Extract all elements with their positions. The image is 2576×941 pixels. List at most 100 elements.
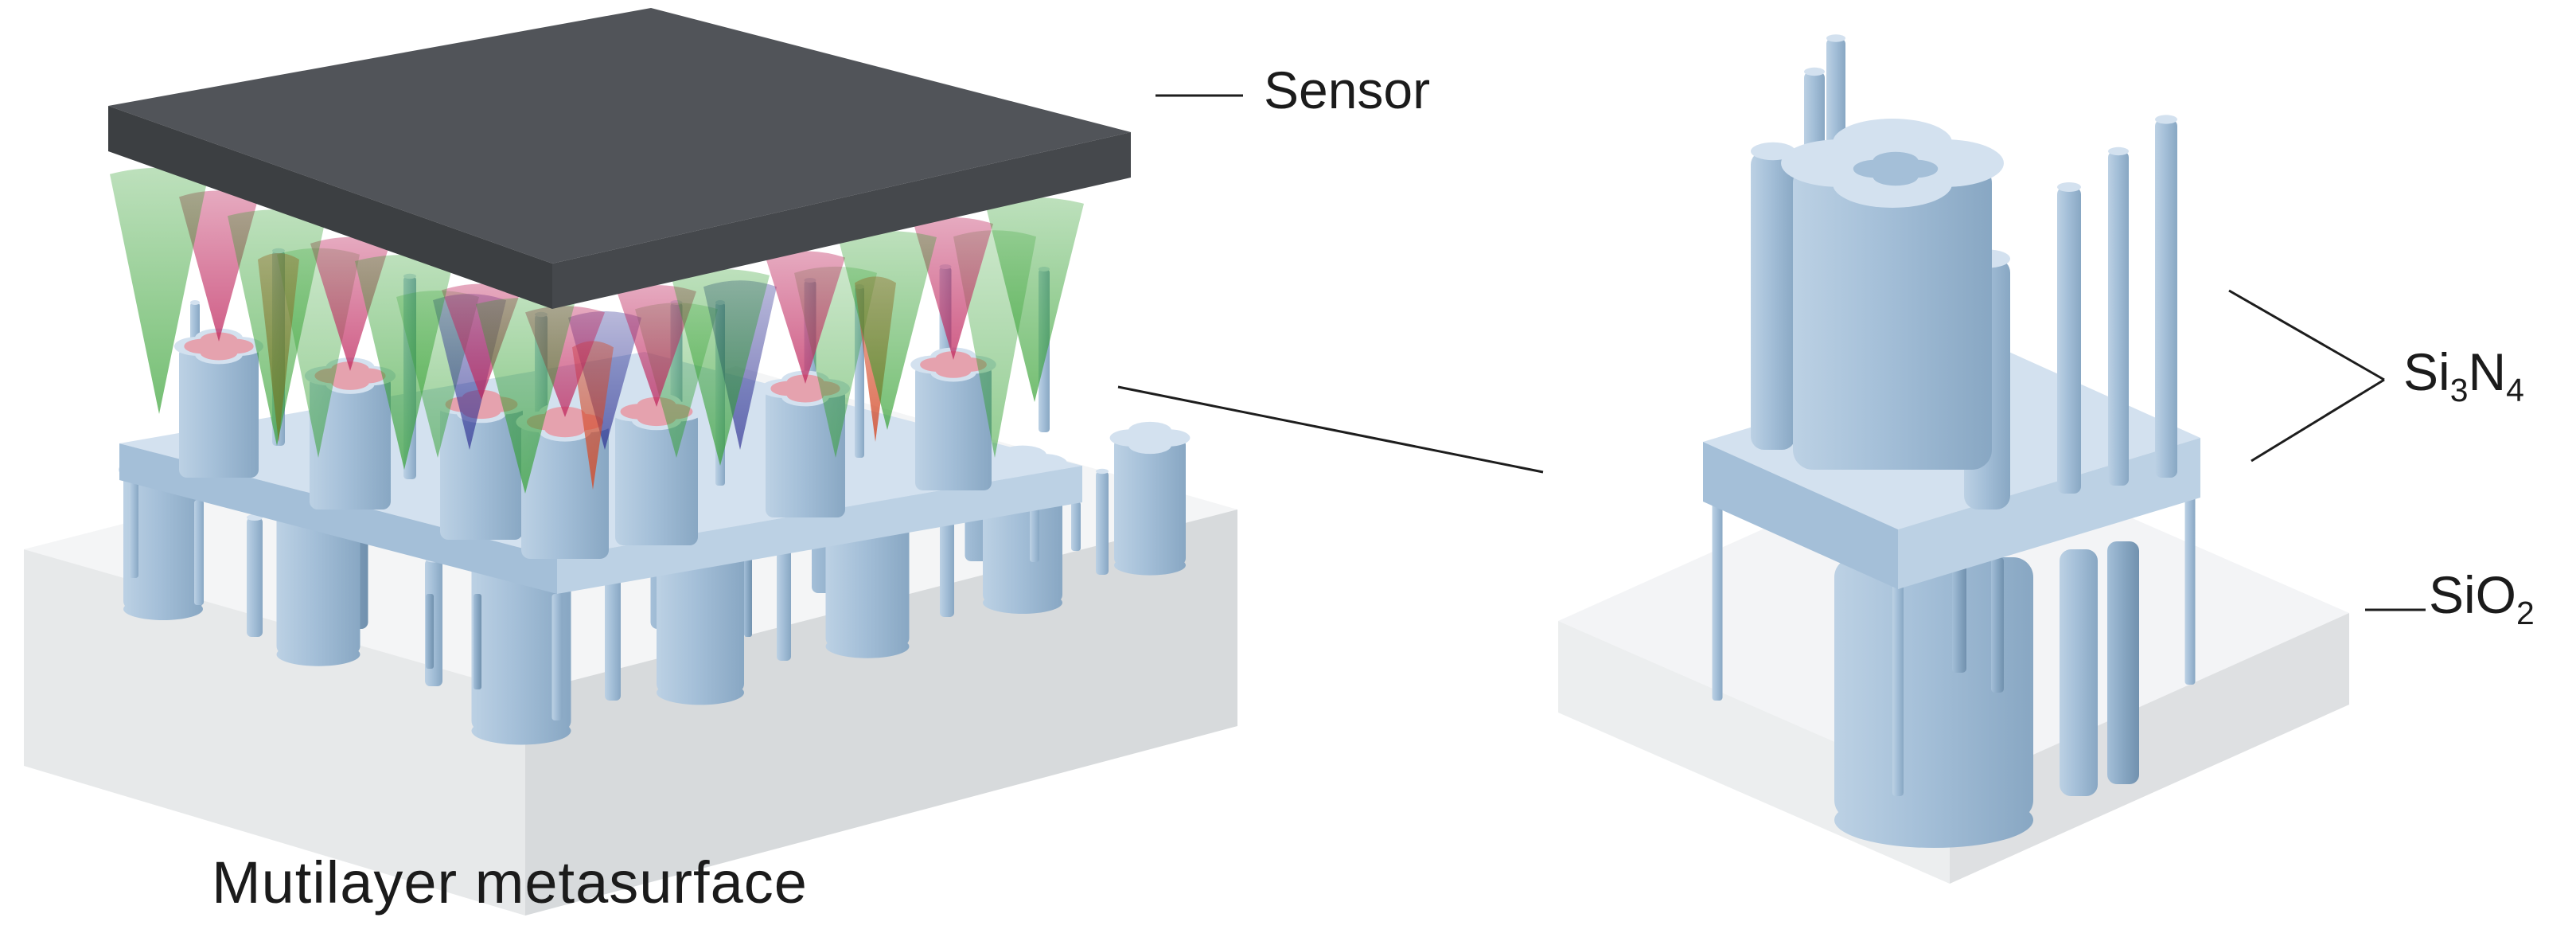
pillar-cap	[1826, 34, 1845, 42]
green-cone-front	[110, 167, 208, 414]
sensor-top-face	[108, 8, 1131, 264]
leader-lines	[1117, 94, 2426, 611]
pillar-body	[129, 480, 138, 578]
plate-left-face	[119, 443, 557, 594]
substrate-right-face	[525, 510, 1237, 916]
crimson-cone	[766, 251, 845, 384]
upper-clover-pillar	[304, 357, 396, 510]
upper-clover-pillar	[516, 402, 614, 559]
plate-support-leg	[551, 594, 563, 720]
pillar-top-center	[541, 412, 589, 431]
sio2-symbol: SiO	[2429, 565, 2517, 624]
hanging-pillar	[744, 557, 752, 637]
pillar-body	[657, 537, 744, 693]
pillar-cap	[190, 300, 200, 305]
green-cone-front	[228, 209, 326, 446]
green-cone-front	[985, 197, 1084, 402]
pillar-top-center	[1869, 158, 1922, 179]
pillar-body	[440, 404, 523, 540]
pillar-top-center	[1125, 428, 1175, 448]
pillar-body	[615, 412, 698, 545]
upper-clover-pillar	[910, 347, 996, 490]
pillar-body	[940, 506, 954, 617]
pillar-body	[1834, 557, 2033, 820]
pillar-cap	[1096, 468, 1109, 474]
pillar-top-center	[328, 367, 372, 385]
pillar-body	[766, 389, 845, 517]
lower-thin-pillar	[605, 570, 621, 701]
pillar-body	[2057, 187, 2081, 494]
hanging-pillar	[426, 594, 434, 669]
pillar-top-glow	[920, 351, 987, 378]
figure-caption: Mutilayer metasurface	[212, 849, 808, 916]
pillar-body	[1952, 557, 1966, 673]
unit-cylinder	[2057, 182, 2081, 494]
multilayer-metasurface-stack	[24, 8, 1237, 916]
pillar-top-glow	[770, 374, 840, 403]
pillar-top	[1109, 421, 1191, 455]
sensor-slab	[108, 8, 1131, 309]
pillar-top-center	[197, 338, 240, 355]
si3n4-leader-line-lower	[2251, 378, 2385, 463]
pillar-body	[179, 346, 259, 478]
pillar-body	[310, 376, 391, 510]
unit-cylinder	[2155, 115, 2177, 478]
green-cone-front	[671, 268, 770, 466]
pillar-body	[915, 365, 992, 490]
red-cone	[572, 341, 614, 490]
pillar-cap	[2108, 146, 2129, 156]
unit-cylinder	[2108, 146, 2129, 486]
pillar-body	[1071, 502, 1081, 551]
green-cone-front	[476, 298, 575, 494]
pillar-body	[1114, 438, 1186, 565]
pillar-body	[2108, 151, 2129, 486]
lower-thin-pillar	[1096, 468, 1109, 575]
lower-thin-pillar	[777, 538, 791, 661]
unit-hanging-pillar	[1952, 557, 1966, 673]
pillar-body	[426, 594, 434, 669]
rgb-focus-cones	[110, 167, 1084, 494]
pillar-body	[1096, 471, 1109, 575]
plate-support-leg	[1030, 506, 1039, 562]
sensor-label: Sensor	[1264, 64, 1430, 116]
plate-right-face	[557, 466, 1082, 594]
unit-hanging-pillar	[1991, 557, 2004, 693]
pillar-body	[1030, 506, 1039, 562]
upper-clover-pillar	[761, 370, 850, 517]
pillar-top-center	[784, 380, 827, 397]
upper-clover-pillar	[610, 392, 703, 545]
pillar-body	[247, 517, 263, 637]
pillar-body	[471, 560, 571, 731]
pillar-top-glow	[184, 332, 254, 361]
lower-thin-pillar	[247, 514, 263, 637]
unit-big-clover-hole	[1853, 151, 1939, 186]
unit-cell-connector-line	[1117, 385, 1544, 474]
si3n4-symbol: Si	[2403, 342, 2450, 401]
pillar-body	[605, 573, 621, 701]
unit-plate-leg	[1892, 581, 1904, 796]
plate-support-leg	[1071, 502, 1081, 551]
crimson-cone	[617, 285, 696, 407]
pillar-body	[474, 594, 481, 689]
metasurface-unit-cell	[1558, 34, 2349, 884]
pillar-body	[2184, 490, 2196, 685]
pillar-body	[1751, 151, 1795, 450]
pillar-body	[2155, 119, 2177, 478]
unit-plate-leg	[2184, 490, 2196, 685]
pillar-body	[194, 500, 204, 605]
sensor-right-face	[552, 132, 1131, 309]
unit-lower-clover	[1834, 557, 2033, 848]
green-cone-front	[838, 231, 937, 430]
pillar-body	[1712, 494, 1723, 701]
unit-big-clover	[1781, 119, 2004, 470]
pillar-cap	[2057, 182, 2081, 192]
sensor-left-face	[108, 106, 552, 309]
pillar-cap	[2155, 115, 2177, 124]
pillar-body	[1793, 163, 1992, 470]
unit-lower-cylinder	[2107, 541, 2139, 784]
plate-support-leg	[194, 500, 204, 605]
unit-cylinder	[1751, 142, 1795, 450]
pillar-body	[123, 470, 203, 609]
pillar-body	[777, 541, 791, 661]
